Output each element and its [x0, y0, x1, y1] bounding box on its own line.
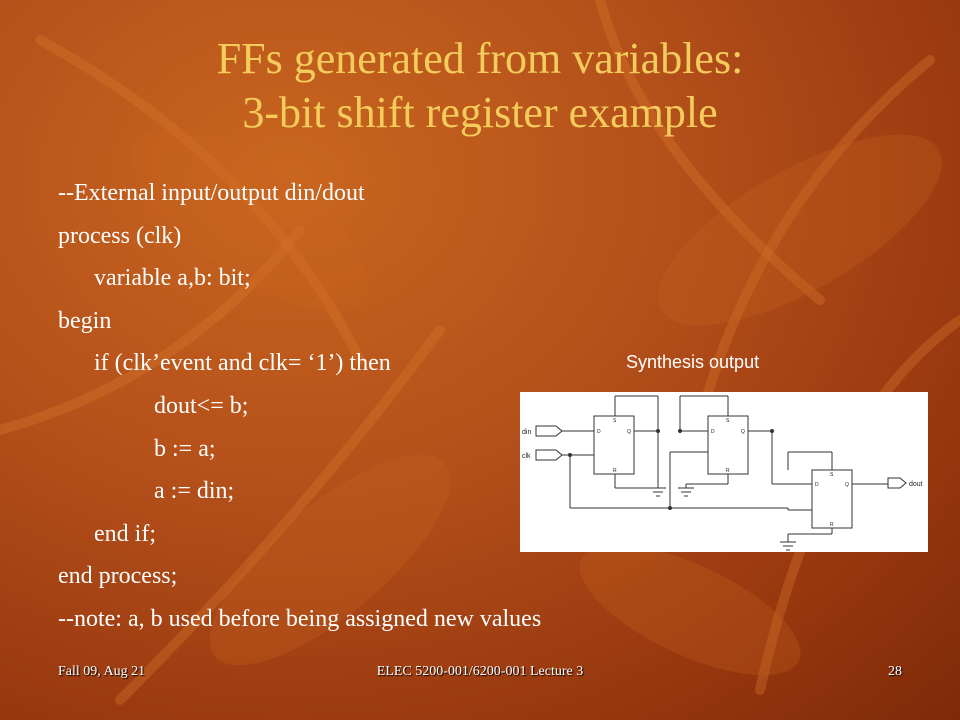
code-line: variable a,b: bit;	[94, 265, 251, 292]
dout-label: dout	[909, 481, 923, 488]
ff2-pin-s: S	[726, 418, 730, 424]
code-line: --note: a, b used before being assigned …	[58, 605, 542, 632]
ff2-pin-q: Q	[741, 429, 745, 435]
ff1-pin-s: S	[613, 418, 617, 424]
synthesis-output-label: Synthesis output	[626, 352, 760, 372]
flip-flop-1	[593, 415, 635, 475]
code-line: b := a;	[154, 435, 216, 462]
flip-flop-2	[707, 415, 749, 475]
din-input-port	[535, 425, 563, 437]
code-line: end if;	[94, 520, 156, 547]
code-line: end process;	[58, 563, 178, 590]
footer-date: Fall 09, Aug 21	[58, 664, 146, 679]
title-line-2: 3-bit shift register example	[242, 88, 718, 137]
footer-page-number: 28	[888, 664, 902, 679]
vhdl-code-block: --External input/output din/dout process…	[58, 172, 778, 641]
slide-title: FFs generated from variables: 3-bit shif…	[0, 32, 960, 140]
ff2-pin-r: R	[726, 468, 730, 474]
ff3-pin-q: Q	[845, 482, 849, 488]
code-line: dout<= b;	[154, 392, 249, 419]
ff3-pin-r: R	[830, 522, 834, 528]
dout-output-port	[887, 477, 907, 489]
code-line: a := din;	[154, 478, 235, 505]
code-line: if (clk’event and clk= ‘1’) then	[94, 350, 391, 377]
ff1-pin-q: Q	[627, 429, 631, 435]
din-label: din	[522, 429, 531, 436]
ff3-pin-d: D	[815, 482, 819, 488]
clk-input-port	[535, 449, 563, 461]
code-line: --External input/output din/dout	[58, 180, 365, 206]
footer-course: ELEC 5200-001/6200-001 Lecture 3	[376, 664, 584, 679]
code-line: process (clk)	[58, 222, 182, 249]
code-line: begin	[58, 307, 112, 334]
flip-flop-3	[811, 469, 853, 529]
clk-label: clk	[522, 453, 531, 460]
ff2-pin-d: D	[711, 429, 715, 435]
ff1-pin-d: D	[597, 429, 601, 435]
ff3-pin-s: S	[830, 472, 834, 478]
synthesis-schematic: din clk dout D Q S R D Q S R D Q S R	[520, 392, 928, 552]
ff1-pin-r: R	[613, 468, 617, 474]
title-line-1: FFs generated from variables:	[216, 34, 744, 83]
